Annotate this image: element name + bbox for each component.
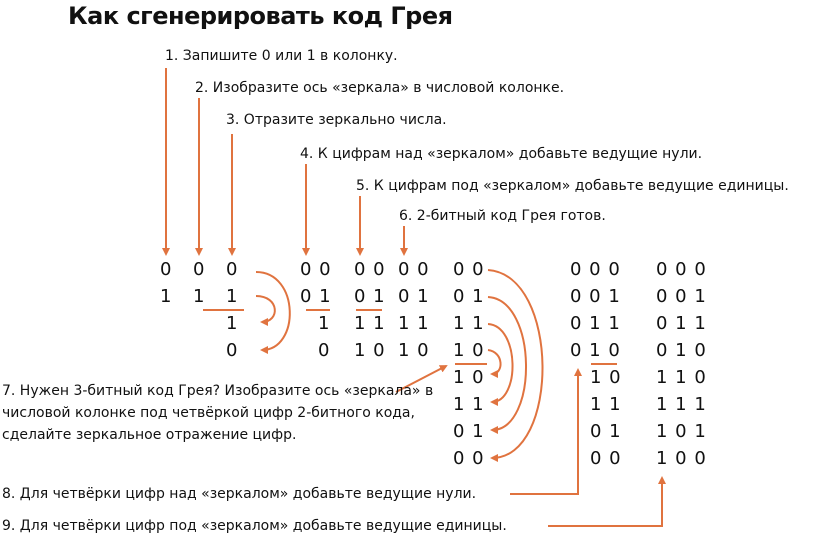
reflect-arrow-6 bbox=[487, 349, 502, 378]
step-8-text: 8. Для четвёрки цифр над «зеркалом» доба… bbox=[2, 486, 477, 502]
column-7-row-3: 1 1 bbox=[453, 313, 485, 334]
step-9-text: 9. Для четвёрки цифр под «зеркалом» доба… bbox=[2, 518, 507, 534]
column-5-row-4: 1 0 bbox=[354, 340, 386, 361]
column-5-row-2: 0 1 bbox=[354, 286, 386, 307]
page-title: Как сгенерировать код Грея bbox=[68, 2, 453, 30]
column-4-row-1: 0 0 bbox=[300, 259, 332, 280]
column-9-row-7: 1 0 1 bbox=[656, 421, 707, 442]
step-1-text: 1. Запишите 0 или 1 в колонку. bbox=[165, 48, 398, 64]
column-8-row-8: 0 0 bbox=[590, 448, 622, 469]
reflect-arrow-5 bbox=[487, 323, 514, 406]
step-7-text: 7. Нужен 3-битный код Грея? Изобразите о… bbox=[2, 383, 434, 443]
reflect-arrow-2 bbox=[255, 295, 276, 326]
arrow-step9 bbox=[548, 476, 666, 527]
column-8-row-5: 1 0 bbox=[590, 367, 622, 388]
reflect-arrow-4 bbox=[487, 296, 527, 434]
column-9-row-4: 0 1 0 bbox=[656, 340, 707, 361]
column-1-row-2: 1 bbox=[160, 286, 173, 307]
column-9-row-2: 0 0 1 bbox=[656, 286, 707, 307]
column-4-row-4: 0 bbox=[318, 340, 331, 361]
reflect-arrow-1 bbox=[255, 271, 291, 354]
column-6-row-3: 1 1 bbox=[398, 313, 430, 334]
column-3-row-4: 0 bbox=[226, 340, 239, 361]
column-9-row-6: 1 1 1 bbox=[656, 394, 707, 415]
column-8-row-7: 0 1 bbox=[590, 421, 622, 442]
column-2-row-1: 0 bbox=[193, 259, 206, 280]
step-6-text: 6. 2-битный код Грея готов. bbox=[399, 208, 606, 224]
column-7-row-7: 0 1 bbox=[453, 421, 485, 442]
column-8-row-2: 0 0 1 bbox=[570, 286, 621, 307]
column-4-row-3: 1 bbox=[318, 313, 331, 334]
column-7-row-4: 1 0 bbox=[453, 340, 485, 361]
column-6-row-2: 0 1 bbox=[398, 286, 430, 307]
column-3-row-1: 0 bbox=[226, 259, 239, 280]
column-9-row-5: 1 1 0 bbox=[656, 367, 707, 388]
step-3-text: 3. Отразите зеркально числа. bbox=[226, 112, 447, 128]
column-9-row-1: 0 0 0 bbox=[656, 259, 707, 280]
arrow-step8 bbox=[510, 368, 582, 495]
column-3-row-3: 1 bbox=[226, 313, 239, 334]
column-7-row-8: 0 0 bbox=[453, 448, 485, 469]
column-6-row-4: 1 0 bbox=[398, 340, 430, 361]
arrow-step7 bbox=[395, 365, 448, 393]
column-8-row-6: 1 1 bbox=[590, 394, 622, 415]
column-7-row-2: 0 1 bbox=[453, 286, 485, 307]
column-8-row-3: 0 1 1 bbox=[570, 313, 621, 334]
column-4-row-2: 0 1 bbox=[300, 286, 332, 307]
step-4-text: 4. К цифрам над «зеркалом» добавьте веду… bbox=[300, 146, 703, 162]
step-2-text: 2. Изобразите ось «зеркала» в числовой к… bbox=[195, 80, 565, 96]
column-1-row-1: 0 bbox=[160, 259, 173, 280]
column-6-row-1: 0 0 bbox=[398, 259, 430, 280]
column-5-row-3: 1 1 bbox=[354, 313, 386, 334]
column-7-row-6: 1 1 bbox=[453, 394, 485, 415]
column-3-row-2: 1 bbox=[226, 286, 239, 307]
column-5-row-1: 0 0 bbox=[354, 259, 386, 280]
column-9-row-3: 0 1 1 bbox=[656, 313, 707, 334]
column-7-row-5: 1 0 bbox=[453, 367, 485, 388]
column-9-row-8: 1 0 0 bbox=[656, 448, 707, 469]
reflect-arrow-3 bbox=[487, 269, 544, 462]
step-5-text: 5. К цифрам под «зеркалом» добавьте веду… bbox=[356, 178, 789, 194]
column-7-row-1: 0 0 bbox=[453, 259, 485, 280]
column-8-row-1: 0 0 0 bbox=[570, 259, 621, 280]
column-8-row-4: 0 1 0 bbox=[570, 340, 621, 361]
column-2-row-2: 1 bbox=[193, 286, 206, 307]
